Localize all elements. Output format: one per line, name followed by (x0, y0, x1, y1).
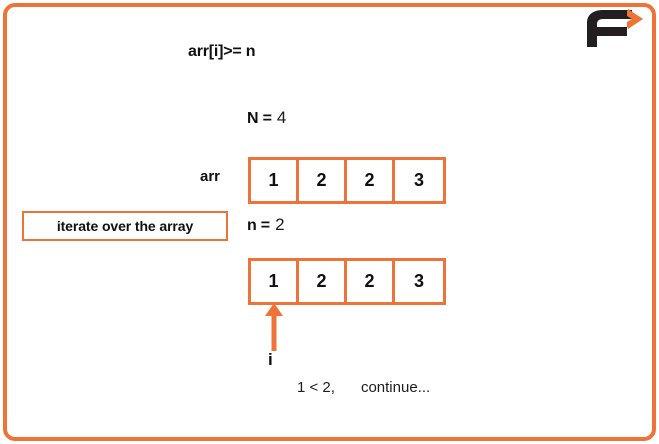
pointer-label-i: i (268, 350, 273, 369)
array-top-cell-2: 2 (347, 160, 395, 201)
array-bottom-cell-3: 3 (413, 271, 424, 291)
array-bottom-cell-1: 2 (299, 261, 347, 302)
result-action: continue... (360, 379, 431, 396)
arrow-up-icon (265, 303, 283, 351)
f-arrow-logo-icon (587, 9, 643, 47)
array-bottom: 1 2 2 3 (248, 258, 446, 305)
result-comparison: 1 < 2, (297, 379, 335, 396)
variable-n-equals: = (260, 217, 271, 234)
callout-label: iterate over the array (56, 218, 194, 234)
variable-N: N = 4 (247, 108, 286, 128)
f-arrow-logo (577, 9, 645, 49)
array-top-cell-1: 2 (299, 160, 347, 201)
index-pointer-arrow-icon (264, 303, 284, 351)
variable-N-value: 4 (276, 108, 287, 127)
array-bottom-cell-2: 2 (347, 261, 395, 302)
array-bottom-cell-0: 1 (251, 261, 299, 302)
variable-n: n = 2 (247, 215, 285, 235)
variable-n-value: 2 (275, 215, 285, 234)
variable-n-key: n (247, 217, 257, 234)
condition-text: arr[i]>= n (188, 43, 256, 60)
array-top-cell-3: 3 (413, 170, 424, 190)
variable-N-key: N (247, 110, 259, 127)
array-top-cell-0: 1 (251, 160, 299, 201)
callout-iterate-over-array: iterate over the array (22, 211, 228, 241)
array-label-arr: arr (200, 168, 221, 185)
result-text: 1 < 2, continue... (297, 379, 430, 396)
array-top: 1 2 2 3 (248, 157, 446, 204)
variable-N-equals: = (262, 110, 272, 127)
